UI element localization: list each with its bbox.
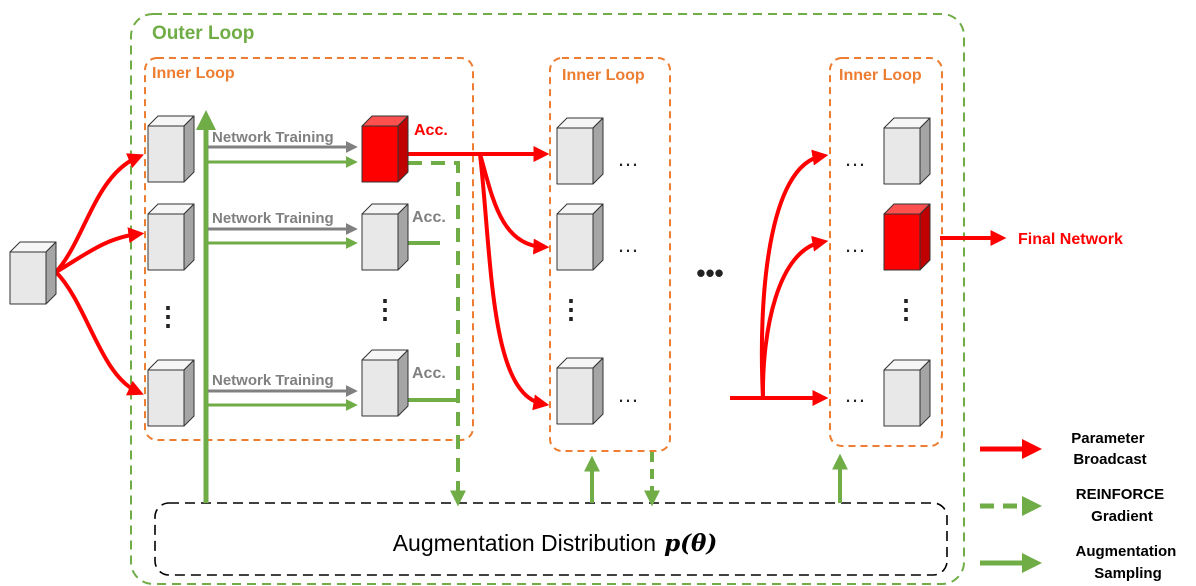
final-network-label: Final Network	[1018, 231, 1123, 248]
broadcast-arrow-col3-row3	[478, 153, 550, 411]
inner-loop-3-frame	[829, 57, 943, 447]
inner-loop-2-label: Inner Loop	[562, 67, 645, 84]
network-boxes	[9, 115, 931, 427]
training-label-3: Network Training	[212, 372, 334, 389]
broadcast-arrow-col3-row2	[478, 153, 550, 255]
broadcast-arrow-to-row-1	[54, 153, 144, 274]
network-box-col2-row2	[361, 203, 409, 271]
network-box-col3-row3	[556, 357, 604, 425]
vertical-ellipsis-col1: ⋮	[155, 301, 181, 331]
legend-label-reinforce: REINFORCE Gradient	[1076, 486, 1169, 525]
network-box-col1-row1	[147, 115, 195, 183]
source-network-box	[9, 241, 57, 305]
broadcast-arrow-to-row-3	[54, 270, 144, 396]
inner-loop-2-frame	[549, 57, 671, 452]
between-loops-ellipsis: •••	[696, 258, 723, 288]
horizontal-ellipsis-row1: …	[617, 146, 639, 171]
network-box-col5-row2-final	[883, 203, 931, 271]
horizontal-ellipsis-loop3-row3: …	[844, 382, 866, 407]
acc-label-2: Acc.	[412, 209, 446, 226]
network-box-col5-row1	[883, 117, 931, 185]
horizontal-ellipsis-loop3-row1: …	[844, 146, 866, 171]
network-box-col2-row1-best	[361, 115, 409, 183]
acc-label-1: Acc.	[414, 122, 448, 139]
network-box-col1-row2	[147, 203, 195, 271]
network-box-col5-row3	[883, 359, 931, 427]
vertical-ellipsis-col3: ⋮	[558, 294, 584, 324]
inner-loop-1-label: Inner Loop	[152, 65, 235, 82]
inner-loop-1-frame	[144, 57, 474, 441]
broadcast-arrow-col5-row1	[759, 149, 829, 399]
outer-loop-frame	[130, 13, 965, 585]
vertical-ellipsis-col2: ⋮	[372, 294, 398, 324]
inner-loop-3-label: Inner Loop	[839, 67, 922, 84]
network-box-col2-row3	[361, 349, 409, 417]
horizontal-ellipsis-loop3-row2: …	[844, 232, 866, 257]
network-box-col1-row3	[147, 359, 195, 427]
acc-label-3: Acc.	[412, 365, 446, 382]
reinforce-path-1	[408, 161, 466, 507]
network-box-col3-row2	[556, 203, 604, 271]
legend-label-sampling: Augmentation Sampling	[1076, 543, 1181, 582]
network-box-col3-row1	[556, 117, 604, 185]
augmentation-distribution-box	[154, 502, 948, 576]
horizontal-ellipsis-row2: …	[617, 232, 639, 257]
outer-loop-label: Outer Loop	[152, 23, 254, 44]
training-label-2: Network Training	[212, 210, 334, 227]
training-label-1: Network Training	[212, 129, 334, 146]
vertical-ellipsis-col5: ⋮	[893, 294, 919, 324]
broadcast-arrow-col5-row2	[760, 235, 829, 399]
horizontal-ellipsis-row3: …	[617, 382, 639, 407]
broadcast-arrow-to-row-2	[54, 227, 145, 274]
legend-label-broadcast: Parameter Broadcast	[1071, 430, 1149, 468]
